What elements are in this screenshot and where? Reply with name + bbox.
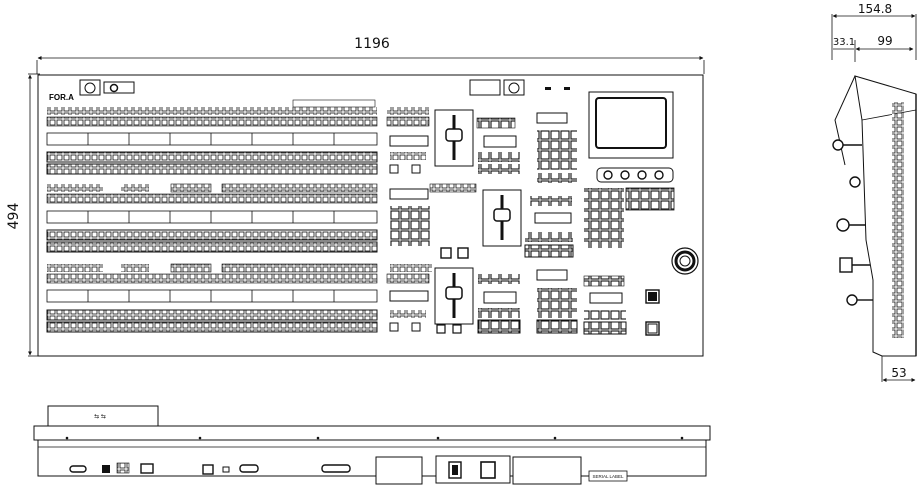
fader-lever-1 [434,109,474,167]
width-dimension: 1196 [36,36,705,74]
me-row-3 [46,263,378,333]
side-view [832,75,917,357]
me-row-1 [46,99,378,175]
width-dimension-label: 1196 [354,36,390,52]
side-top-label: 99 [877,34,892,48]
rear-view: ⇆ ⇆ SERIAL LABEL [33,405,711,485]
fader-lever-2 [482,189,522,247]
side-bottom-label: 53 [891,366,906,380]
joystick [671,247,699,275]
fader-lever-3 [434,267,474,325]
menu-section [536,91,675,336]
side-depth-label: 154.8 [858,2,892,16]
serial-label: SERIAL LABEL [592,474,624,479]
keyer-buttons [429,117,574,334]
side-offset-label: 33.1 [833,37,855,48]
side-dimensions: 154.8 33.1 99 53 [831,2,917,382]
svg-text:⇆ ⇆: ⇆ ⇆ [94,413,106,420]
front-panel: FOR.A [37,74,704,357]
brand-logo: FOR.A [49,93,74,102]
height-dimension-label: 494 [6,203,22,230]
me-row-2 [46,183,378,253]
transition-section [386,107,469,334]
height-dimension: 494 [6,73,40,357]
